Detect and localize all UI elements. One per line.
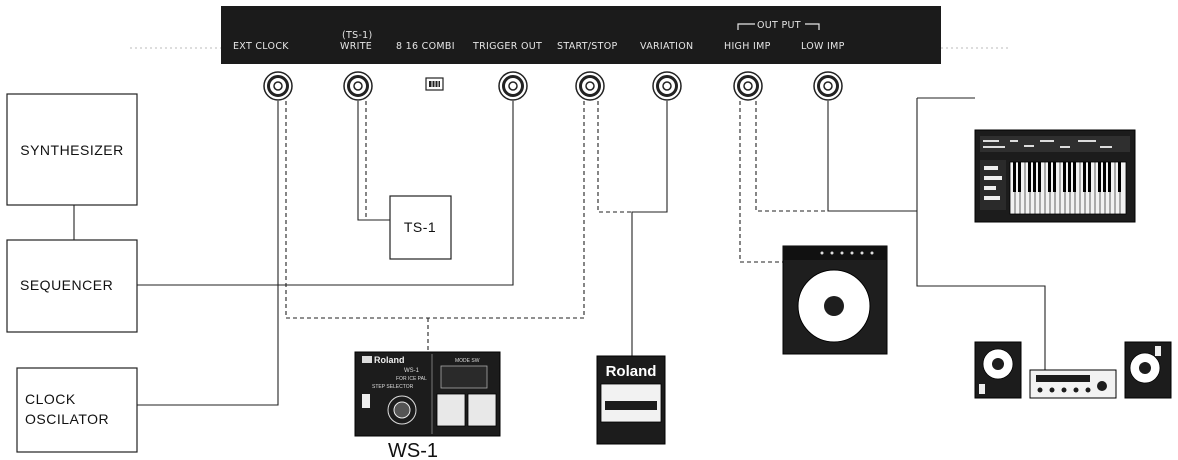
ws1-caption: WS-1: [388, 440, 438, 460]
ws1-model: WS-1: [404, 368, 420, 374]
solid-cables: [73, 97, 1046, 406]
cable-sequencer-trigger: [137, 101, 514, 286]
label-write: WRITE: [340, 41, 372, 52]
label-start-stop: START/STOP: [557, 41, 618, 52]
cable-stereo: [916, 98, 1046, 370]
ws1-brand: Roland: [374, 355, 405, 365]
label-ext-clock: EXT CLOCK: [233, 41, 289, 52]
sequencer-label: SEQUENCER: [20, 277, 113, 293]
ws1-pedal-right: [467, 393, 497, 427]
jack-low-imp: [813, 71, 843, 101]
ts1-box: TS-1: [389, 195, 452, 260]
jack-ext-clock: [263, 71, 293, 101]
ws1-footswitch: Roland WS-1 FOR ICE PAL STEP SELECTOR MO…: [354, 351, 501, 460]
label-combi: 8 16 COMBI: [396, 41, 455, 52]
jack-trigger-out: [498, 71, 528, 101]
clock-label-line1: CLOCK: [25, 391, 76, 407]
pedal-brand: Roland: [606, 363, 657, 380]
cable-low-imp: [827, 101, 917, 212]
cable-high-imp: [755, 101, 828, 212]
label-variation: VARIATION: [640, 41, 693, 52]
ws1-sub: FOR ICE PAL: [396, 376, 427, 382]
combi-switch: [425, 77, 444, 91]
rear-panel: EXT CLOCK (TS-1) WRITE 8 16 COMBI TRIGGE…: [130, 6, 1010, 64]
stereo-system: [974, 341, 1172, 399]
jack-start-stop: [575, 71, 605, 101]
cable-ws1-loop: [285, 101, 585, 319]
sequencer-box: SEQUENCER: [6, 239, 138, 333]
jack-variation: [652, 71, 682, 101]
cable-clock-oscillator: [137, 101, 279, 406]
amplifier: [782, 245, 888, 355]
ws1-step-selector: STEP SELECTOR: [372, 384, 414, 390]
clock-label-line2: OSCILATOR: [25, 411, 109, 427]
label-ts1: (TS-1): [342, 30, 373, 41]
output-bracket: [737, 23, 820, 30]
ws1-mode: MODE SW: [455, 358, 480, 364]
ws1-slider: [362, 394, 370, 408]
jack-ts1-write: [343, 71, 373, 101]
roland-pedal: Roland: [596, 355, 666, 445]
dashed-cables: [285, 101, 828, 352]
synth-keyboard: [974, 129, 1136, 223]
ws1-pedal-left: [436, 393, 466, 427]
ts1-label: TS-1: [404, 219, 436, 235]
label-trigger-out: TRIGGER OUT: [472, 41, 542, 52]
label-low-imp: LOW IMP: [801, 41, 845, 52]
label-output: OUT PUT: [757, 20, 801, 31]
jack-high-imp: [733, 71, 763, 101]
synthesizer-label: SYNTHESIZER: [20, 142, 124, 158]
clock-oscillator-box: CLOCK OSCILATOR: [16, 367, 138, 453]
cable-variation-pedal: [631, 101, 668, 356]
cable-ts1-write: [357, 101, 390, 221]
synthesizer-box: SYNTHESIZER: [6, 93, 138, 206]
cable-start-stop: [597, 101, 632, 213]
label-high-imp: HIGH IMP: [724, 41, 771, 52]
cable-amp: [739, 101, 783, 263]
